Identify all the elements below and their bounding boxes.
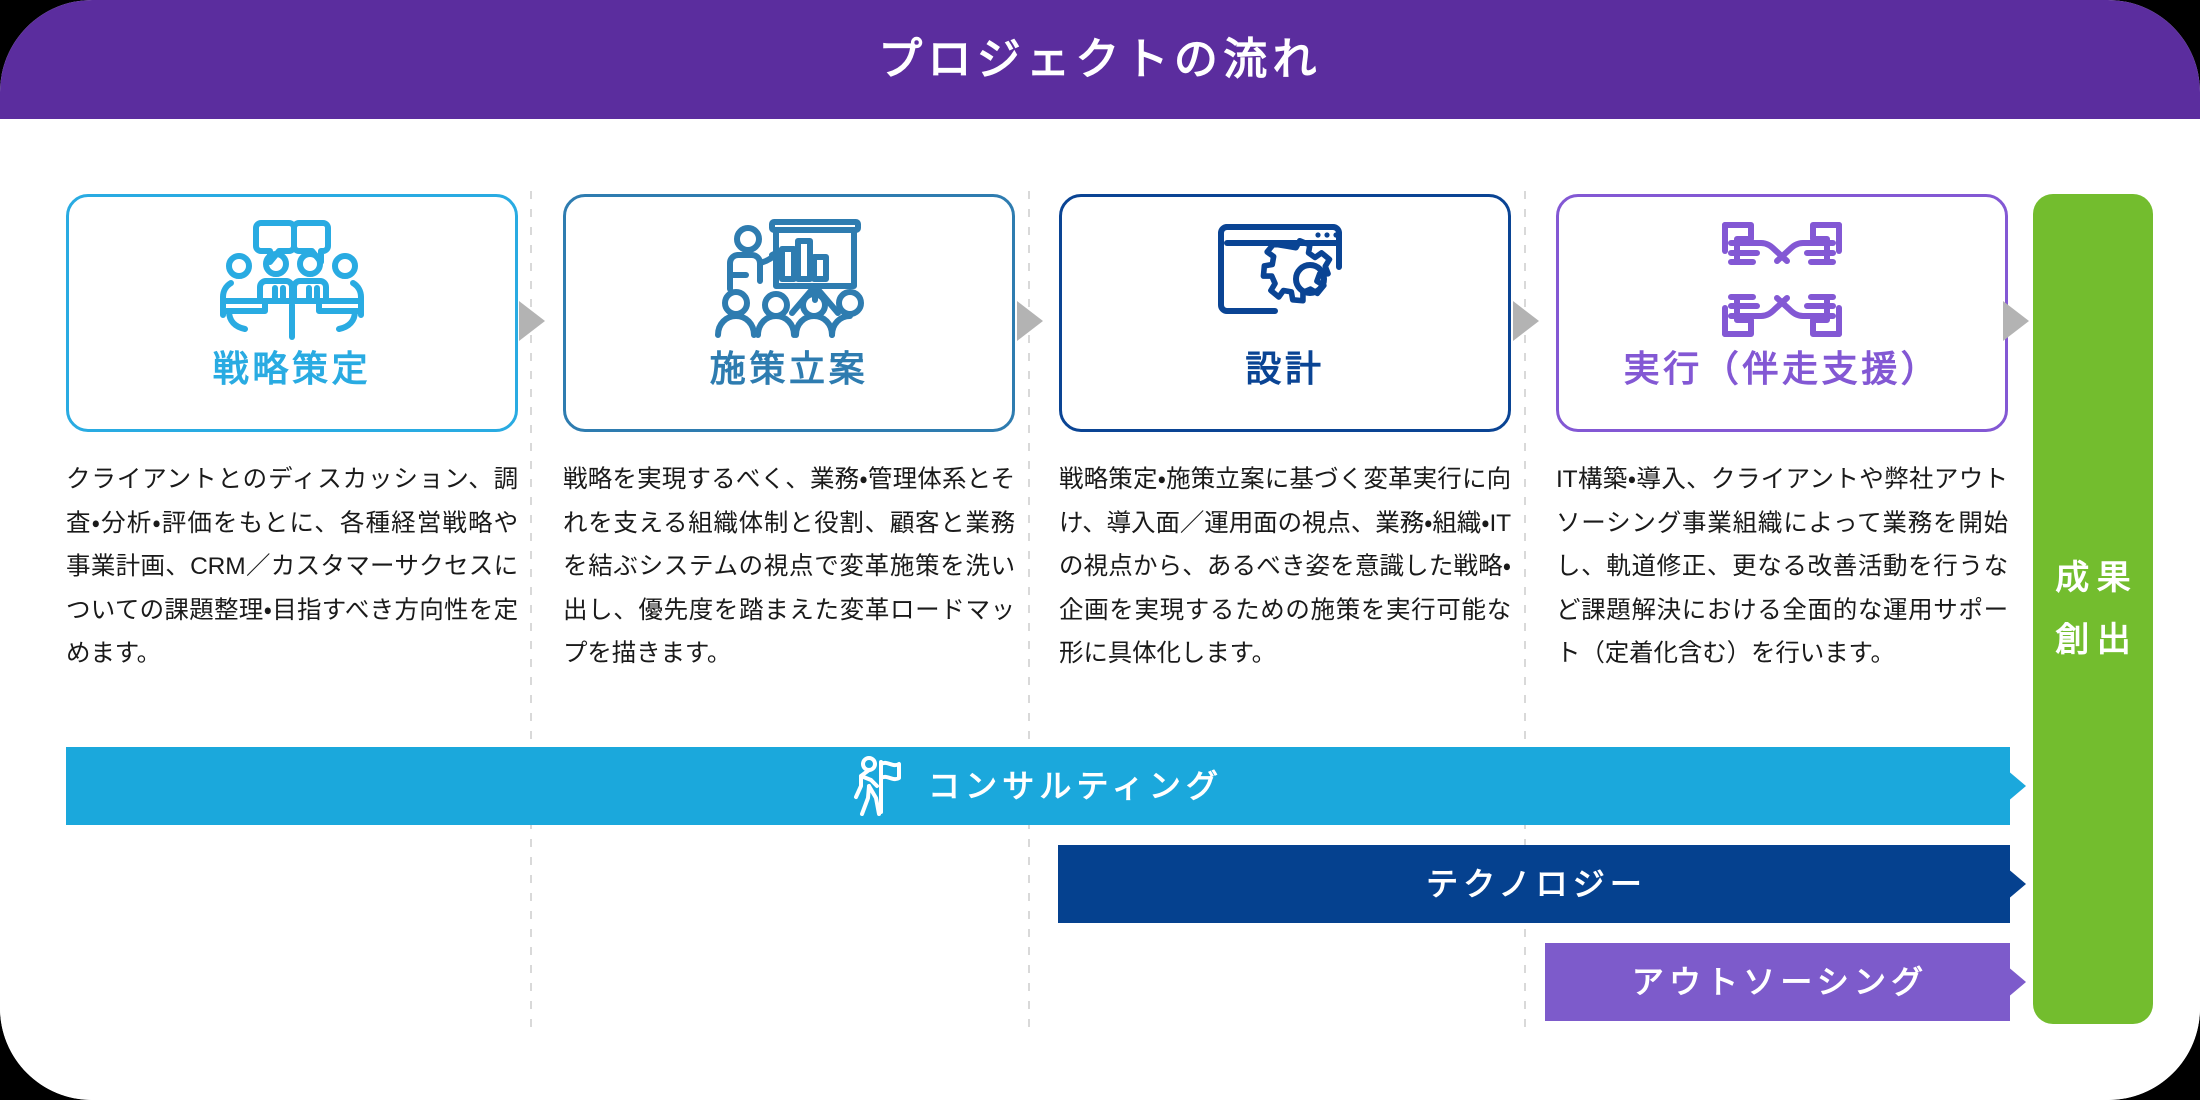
- column-divider: [1524, 191, 1526, 1031]
- meeting-discussion-icon: [217, 213, 367, 345]
- service-bar-arrow-icon: [2000, 764, 2026, 808]
- result-label-line2: 創出: [2055, 621, 2139, 659]
- four-hands-teamwork-icon: [1716, 213, 1848, 345]
- column-divider: [1028, 191, 1030, 1031]
- presentation-audience-icon: [714, 213, 864, 345]
- result-column: 成果 創出: [2033, 194, 2153, 1024]
- step-description: クライアントとのディスカッション、調査・分析・評価をもとに、各種経営戦略や事業計…: [66, 466, 518, 668]
- step-card-box: 実行（伴走支援）: [1556, 194, 2008, 432]
- result-label-line1: 成果: [2055, 559, 2139, 597]
- header-banner: プロジェクトの流れ: [0, 0, 2200, 119]
- step-card-strategy[interactable]: 戦略策定 クライアントとのディスカッション、調査・分析・評価をもとに、各種経営戦…: [66, 194, 518, 676]
- page-title: プロジェクトの流れ: [878, 34, 1322, 84]
- service-bar-technology[interactable]: テクノロジー: [1058, 845, 2010, 923]
- step-flow-arrow-icon: [519, 301, 545, 341]
- column-divider: [530, 191, 532, 1031]
- step-card-execution[interactable]: 実行（伴走支援） IT構築・導入、クライアントや弊社アウトソーシング事業組織によ…: [1556, 194, 2008, 676]
- step-card-design[interactable]: 設計 戦略策定・施策立案に基づく変革実行に向け、導入面／運用面の視点、業務・組織…: [1059, 194, 1511, 676]
- browser-gear-icon: [1210, 213, 1360, 345]
- service-bar-label: アウトソーシング: [1631, 964, 1929, 1000]
- step-description: 戦略策定・施策立案に基づく変革実行に向け、導入面／運用面の視点、業務・組織・IT…: [1059, 466, 1511, 668]
- step-title: 施策立案: [709, 348, 869, 389]
- step-card-box: 施策立案: [563, 194, 1015, 432]
- step-description: IT構築・導入、クライアントや弊社アウトソーシング事業組織によって業務を開始し、…: [1556, 466, 2008, 668]
- step-title: 実行（伴走支援）: [1623, 348, 1941, 389]
- step-card-box: 設計: [1059, 194, 1511, 432]
- step-description: 戦略を実現するべく、業務・管理体系とそれを支える組織体制と役割、顧客と業務を結ぶ…: [563, 466, 1015, 668]
- service-bar-arrow-icon: [2000, 960, 2026, 1004]
- step-flow-arrow-icon: [1017, 301, 1043, 341]
- step-title: 設計: [1245, 348, 1325, 389]
- service-bar-consulting[interactable]: コンサルティング: [66, 747, 2010, 825]
- step-flow-arrow-icon: [1513, 301, 1539, 341]
- service-bar-arrow-icon: [2000, 862, 2026, 906]
- step-card-planning[interactable]: 施策立案 戦略を実現するべく、業務・管理体系とそれを支える組織体制と役割、顧客と…: [563, 194, 1015, 676]
- content-area: 戦略策定 クライアントとのディスカッション、調査・分析・評価をもとに、各種経営戦…: [0, 119, 2200, 1100]
- service-bar-label: テクノロジー: [1426, 866, 1647, 902]
- service-bar-outsourcing[interactable]: アウトソーシング: [1545, 943, 2010, 1021]
- person-with-flag-icon: [853, 756, 907, 816]
- step-flow-arrow-icon: [2003, 301, 2029, 341]
- step-title: 戦略策定: [212, 348, 372, 389]
- service-bar-label: コンサルティング: [928, 768, 1224, 804]
- step-card-box: 戦略策定: [66, 194, 518, 432]
